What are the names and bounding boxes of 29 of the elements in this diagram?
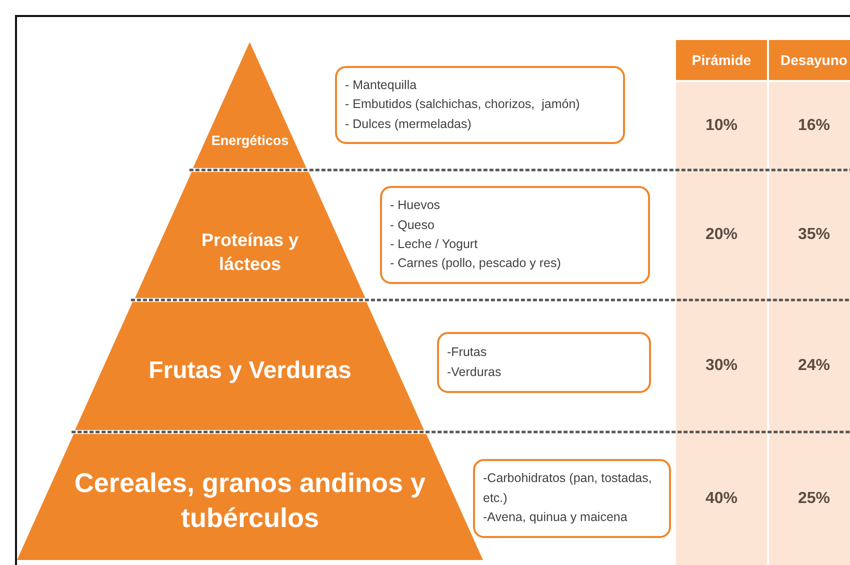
list-item: - Queso <box>390 216 436 234</box>
list-item: -Verduras <box>447 364 502 380</box>
tier-label: Frutas y Verduras <box>148 356 352 386</box>
list-item: - Carnes (pollo, pescado y res) <box>390 255 562 272</box>
list-item: - Huevos <box>390 197 442 214</box>
list-item: - Mantequilla <box>345 76 418 94</box>
tier-label: Cereales, granos andinos y tubérculos <box>73 466 427 535</box>
food-list-box <box>380 186 650 284</box>
list-item: - Leche / Yogurt <box>390 236 479 253</box>
percentage-value: 20% <box>676 170 767 300</box>
percentage-value: 35% <box>769 170 850 300</box>
percentage-value: 25% <box>769 432 850 565</box>
food-list-box <box>437 332 651 393</box>
percentage-value: 24% <box>769 300 850 432</box>
list-item: - Embutidos (salchichas, chorizos, jamón) <box>345 96 581 114</box>
list-item: - Dulces (mermeladas) <box>345 116 472 133</box>
percentage-value: 10% <box>676 82 767 170</box>
food-list-box <box>335 66 625 144</box>
percentage-value: 40% <box>676 432 767 565</box>
list-item: -Frutas <box>447 344 488 362</box>
column-header: Pirámide <box>676 40 767 80</box>
column-header: Desayuno <box>769 40 850 80</box>
food-list-box <box>473 459 671 538</box>
tier-label: Energéticos <box>211 132 289 150</box>
list-item: -Avena, quinua y maicena <box>483 509 628 526</box>
tier-label: Proteínas y lácteos <box>200 229 300 276</box>
percentage-value: 30% <box>676 300 767 432</box>
list-item: -Carbohidratos (pan, tostadas, etc.) <box>483 470 653 507</box>
percentage-value: 16% <box>769 82 850 170</box>
